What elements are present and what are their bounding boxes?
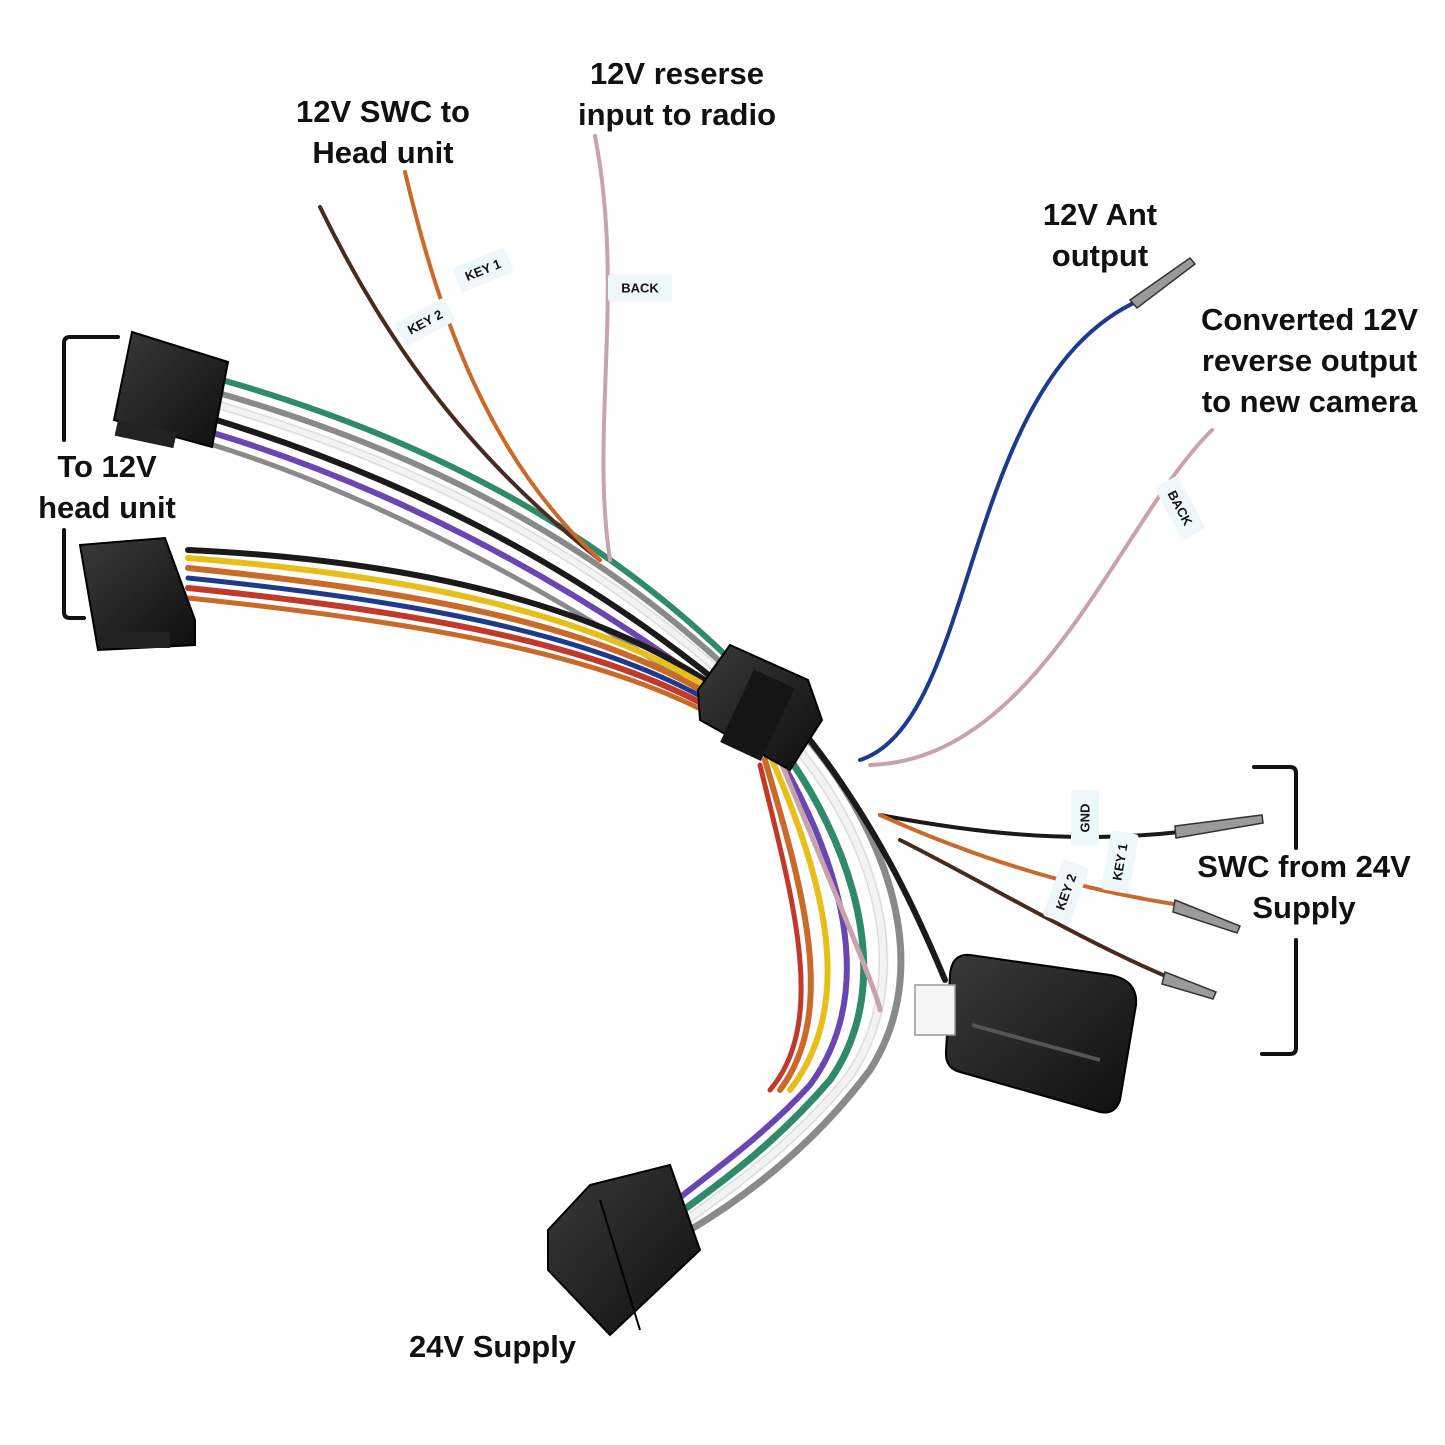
wire-tag-back-top: BACK (608, 274, 672, 302)
trunk-lower (659, 726, 948, 1234)
label-swc-24v: SWC from 24V Supply (1197, 849, 1411, 925)
wire-tag-back-right: BACK (1155, 476, 1205, 540)
flying-leads-right (858, 298, 1214, 980)
wire-tag-key1-top: KEY 1 (453, 248, 513, 292)
label-swc-head-unit: 12V SWC to Head unit (296, 94, 470, 170)
svg-text:GND: GND (1078, 804, 1093, 833)
bracket-head-unit (62, 335, 120, 620)
svg-text:KEY 1: KEY 1 (1109, 842, 1130, 881)
label-head-unit: To 12V head unit (38, 449, 176, 525)
converter-module (914, 953, 1138, 1114)
white-plug-connector (914, 984, 956, 1036)
pin-terminals (1128, 256, 1264, 1000)
label-24v-supply: 24V Supply (408, 1329, 577, 1364)
flying-leads-top (318, 134, 612, 562)
connector-junction (696, 643, 824, 772)
wire-tag-key1-right: KEY 1 (1101, 830, 1139, 894)
connector-24v-supply (547, 1163, 702, 1337)
label-ant-output: 12V Ant output (1042, 197, 1158, 273)
wire-tag-gnd: GND (1071, 790, 1099, 846)
wire-tag-key2-right: KEY 2 (1043, 859, 1089, 925)
bracket-swc-24v (1252, 765, 1298, 1056)
connector-head-unit-upper (112, 330, 230, 449)
svg-text:BACK: BACK (621, 281, 659, 296)
connector-head-unit-lower (78, 536, 196, 652)
label-camera-output: Converted 12V reverse output to new came… (1200, 302, 1419, 419)
wire-tag-key2-top: KEY 2 (395, 298, 455, 346)
label-reverse-input: 12V reserse input to radio (577, 56, 777, 132)
trunk-upper (185, 375, 763, 718)
